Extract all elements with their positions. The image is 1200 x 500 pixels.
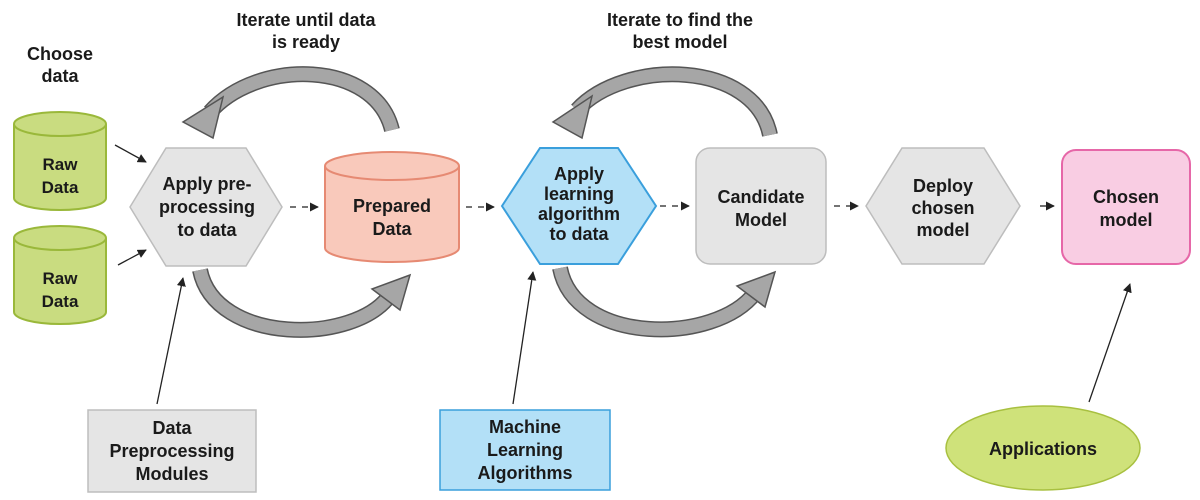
raw-data-1-arrow bbox=[114, 144, 147, 163]
svg-text:Machine: Machine bbox=[489, 417, 561, 437]
model-top-cycle-arrow bbox=[551, 66, 778, 140]
svg-text:model: model bbox=[916, 220, 969, 240]
svg-text:chosen: chosen bbox=[911, 198, 974, 218]
svg-text:learning: learning bbox=[544, 184, 614, 204]
svg-text:Preprocessing: Preprocessing bbox=[109, 441, 234, 461]
svg-text:processing: processing bbox=[159, 197, 255, 217]
iterate-data-label: Iterate until data is ready bbox=[236, 10, 376, 52]
svg-text:Data: Data bbox=[42, 178, 79, 197]
svg-text:Prepared: Prepared bbox=[353, 196, 431, 216]
preprocess-top-cycle-arrow bbox=[181, 66, 400, 140]
svg-text:Applications: Applications bbox=[989, 439, 1097, 459]
svg-text:to data: to data bbox=[177, 220, 237, 240]
iterate-model-label: Iterate to find the best model bbox=[607, 10, 753, 52]
preprocess-bottom-cycle-arrow bbox=[192, 267, 412, 338]
svg-text:algorithm: algorithm bbox=[538, 204, 620, 224]
svg-text:model: model bbox=[1099, 210, 1152, 230]
svg-text:Apply: Apply bbox=[554, 164, 604, 184]
svg-text:Modules: Modules bbox=[135, 464, 208, 484]
applications-ellipse: Applications bbox=[945, 405, 1141, 491]
svg-text:to data: to data bbox=[549, 224, 609, 244]
prepared-data-cylinder: Prepared Data bbox=[324, 151, 460, 263]
svg-text:Choose: Choose bbox=[27, 44, 93, 64]
svg-text:Raw: Raw bbox=[43, 155, 79, 174]
model-bottom-cycle-arrow bbox=[552, 265, 777, 338]
apply-learning-hexagon: Apply learning algorithm to data bbox=[500, 147, 658, 265]
apply-preprocessing-hexagon: Apply pre- processing to data bbox=[129, 147, 283, 267]
chosen-model-box: Chosen model bbox=[1061, 149, 1191, 265]
deploy-model-hexagon: Deploy chosen model bbox=[865, 147, 1021, 265]
preprocessing-modules-box: Data Preprocessing Modules bbox=[87, 409, 257, 493]
raw-data-cylinder-1: Raw Data bbox=[13, 111, 107, 211]
raw-data-cylinder-2: Raw Data bbox=[13, 225, 107, 325]
svg-text:Data: Data bbox=[42, 292, 79, 311]
svg-text:Iterate until data: Iterate until data bbox=[236, 10, 376, 30]
svg-text:Data: Data bbox=[152, 418, 192, 438]
svg-text:is ready: is ready bbox=[272, 32, 340, 52]
svg-text:Learning: Learning bbox=[487, 440, 563, 460]
choose-data-label: Choose data bbox=[27, 44, 93, 86]
svg-text:Candidate: Candidate bbox=[717, 187, 804, 207]
modules-to-preprocessing-arrow bbox=[156, 277, 186, 405]
svg-text:Algorithms: Algorithms bbox=[477, 463, 572, 483]
candidate-model-box: Candidate Model bbox=[695, 147, 827, 265]
svg-text:best model: best model bbox=[632, 32, 727, 52]
svg-text:Deploy: Deploy bbox=[913, 176, 973, 196]
svg-text:Model: Model bbox=[735, 210, 787, 230]
applications-to-chosen-arrow bbox=[1088, 283, 1132, 403]
svg-text:Apply pre-: Apply pre- bbox=[162, 174, 251, 194]
svg-text:Chosen: Chosen bbox=[1093, 187, 1159, 207]
svg-text:data: data bbox=[41, 66, 79, 86]
svg-text:Raw: Raw bbox=[43, 269, 79, 288]
algorithms-to-learning-arrow bbox=[512, 271, 537, 405]
svg-text:Iterate to find the: Iterate to find the bbox=[607, 10, 753, 30]
ml-algorithms-box: Machine Learning Algorithms bbox=[439, 409, 611, 491]
svg-text:Data: Data bbox=[372, 219, 412, 239]
raw-data-2-arrow bbox=[117, 249, 147, 266]
